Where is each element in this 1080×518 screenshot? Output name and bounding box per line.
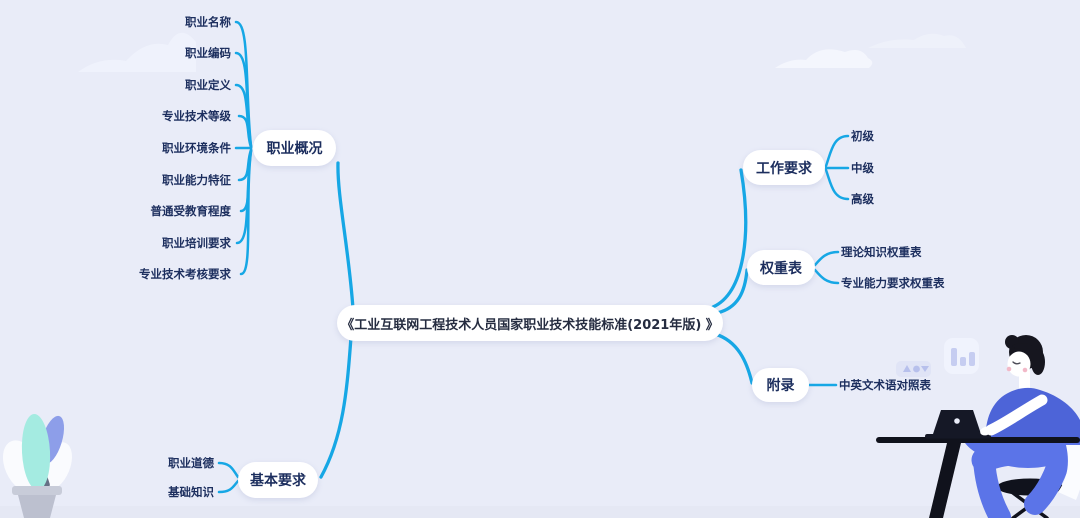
root-node[interactable]: 《工业互联网工程技术人员国家职业技术技能标准(2021年版) 》 bbox=[337, 305, 723, 341]
leaf-work-environment[interactable]: 职业环境条件 bbox=[162, 141, 231, 155]
person-at-desk-illustration bbox=[876, 335, 1080, 518]
branch-node-career-overview[interactable]: 职业概况 bbox=[253, 130, 336, 166]
bar-chart-icon bbox=[944, 338, 979, 374]
leaf-senior-level[interactable]: 高级 bbox=[851, 192, 874, 206]
leaf-training-requirements[interactable]: 职业培训要求 bbox=[162, 236, 231, 250]
branch-node-basic-requirements[interactable]: 基本要求 bbox=[238, 462, 318, 498]
leaf-terminology-table[interactable]: 中英文术语对照表 bbox=[839, 378, 931, 392]
leaf-assessment-requirements[interactable]: 专业技术考核要求 bbox=[139, 267, 231, 281]
branch-node-weight-table[interactable]: 权重表 bbox=[747, 250, 815, 285]
cloud-icon bbox=[78, 32, 196, 72]
leaf-occupation-definition[interactable]: 职业定义 bbox=[185, 78, 231, 92]
leaf-occupation-code[interactable]: 职业编码 bbox=[185, 46, 231, 60]
leaf-professional-ethics[interactable]: 职业道德 bbox=[168, 456, 214, 470]
leaf-junior-level[interactable]: 初级 bbox=[851, 129, 874, 143]
branch-connectors-weight-table bbox=[813, 250, 840, 285]
branch-connectors-career-overview bbox=[234, 20, 253, 276]
branch-node-appendix[interactable]: 附录 bbox=[752, 368, 809, 402]
leaf-ability-weight-table[interactable]: 专业能力要求权重表 bbox=[841, 276, 945, 290]
leaf-basic-knowledge[interactable]: 基础知识 bbox=[168, 485, 214, 499]
shapes-icon bbox=[896, 361, 931, 377]
leaf-ability-characteristics[interactable]: 职业能力特征 bbox=[162, 173, 231, 187]
plant-icon bbox=[2, 414, 73, 518]
main-branch-connectors bbox=[319, 161, 754, 479]
floor-band bbox=[0, 506, 1080, 518]
leaf-theory-weight-table[interactable]: 理论知识权重表 bbox=[841, 245, 922, 259]
branch-connectors-basic-requirements bbox=[217, 461, 240, 494]
cloud-icon bbox=[775, 49, 873, 68]
leaf-intermediate-level[interactable]: 中级 bbox=[851, 161, 874, 175]
leaf-education-level[interactable]: 普通受教育程度 bbox=[150, 204, 232, 218]
branch-connectors-work-requirements bbox=[823, 134, 850, 201]
cloud-icon bbox=[868, 33, 966, 48]
leaf-occupation-name[interactable]: 职业名称 bbox=[185, 15, 231, 29]
leaf-skill-levels[interactable]: 专业技术等级 bbox=[162, 109, 231, 123]
branch-node-work-requirements[interactable]: 工作要求 bbox=[743, 150, 825, 185]
